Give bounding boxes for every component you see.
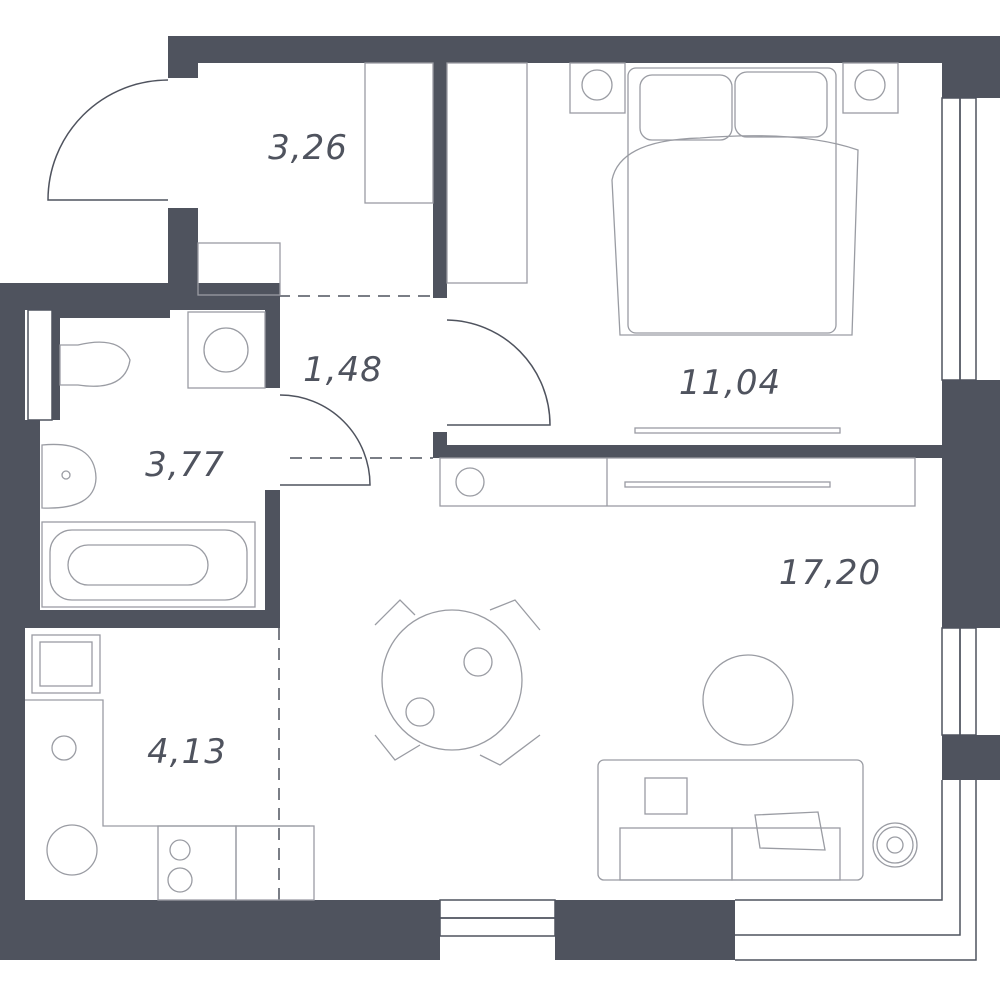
doors	[47, 79, 551, 900]
windows	[27, 97, 977, 961]
room-area-living-room: 17,20	[778, 553, 882, 593]
room-area-hallway: 3,26	[268, 128, 348, 168]
room-area-bedroom: 11,04	[678, 363, 782, 403]
furniture	[25, 62, 918, 901]
room-area-kitchen: 4,13	[147, 732, 227, 772]
walls	[0, 36, 1000, 960]
room-area-corridor: 1,48	[303, 350, 383, 390]
room-area-bathroom: 3,77	[145, 445, 225, 485]
